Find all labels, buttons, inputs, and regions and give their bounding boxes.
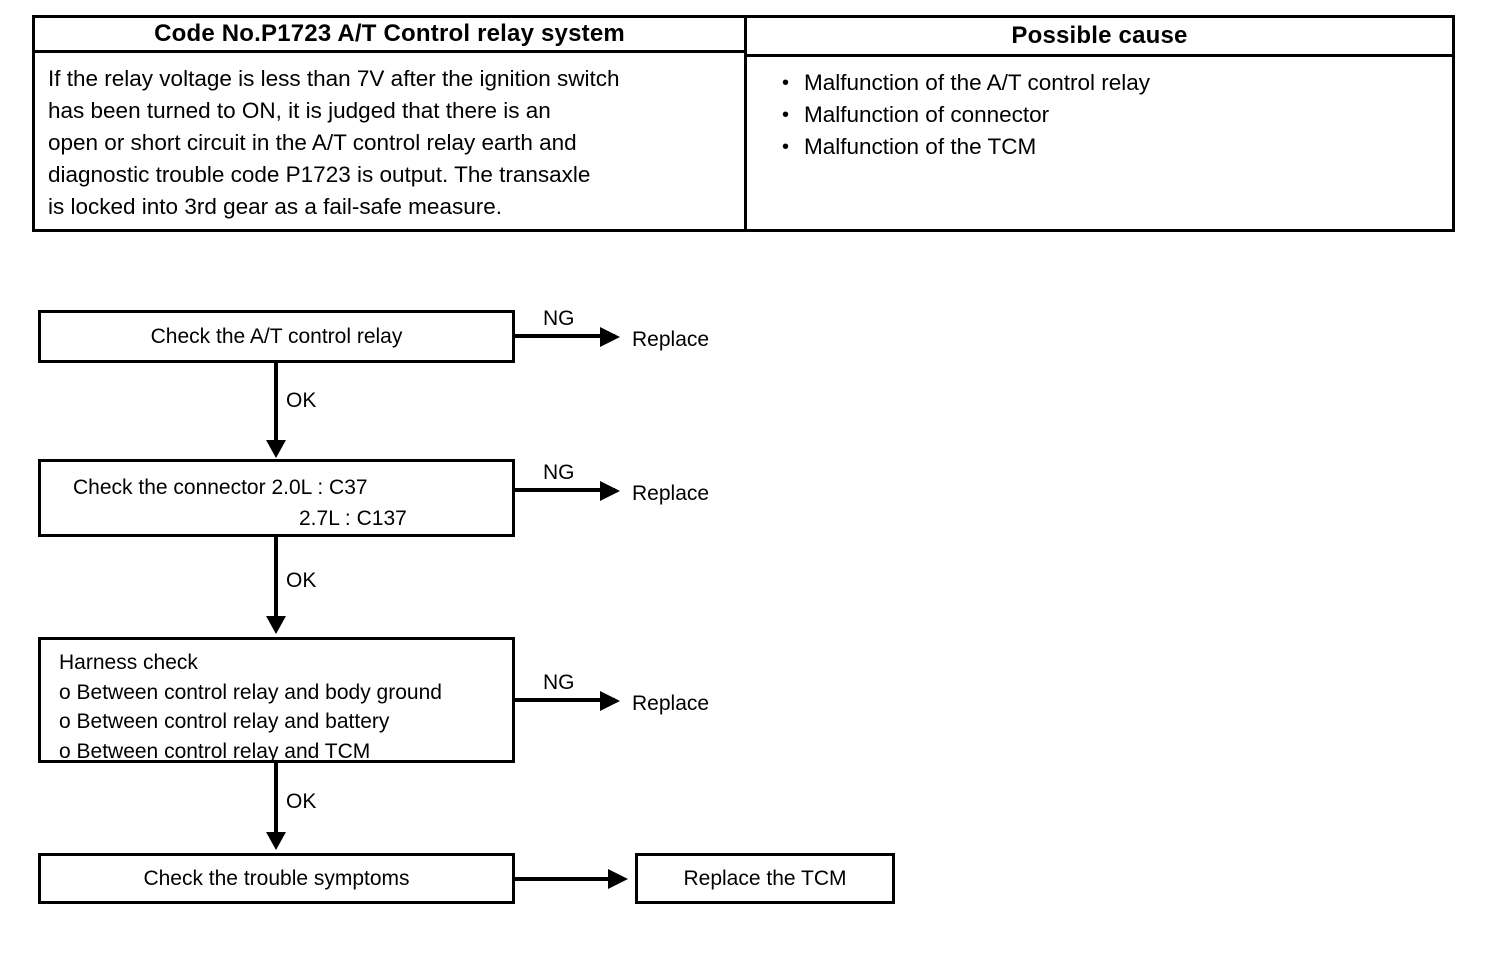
ng-connector-line-1 — [513, 334, 615, 338]
dtc-table-right-column: Possible cause • Malfunction of the A/T … — [747, 18, 1452, 229]
ng-target-replace-1: Replace — [632, 328, 710, 351]
ok-label-3: OK — [286, 790, 317, 813]
dtc-code-header: Code No.P1723 A/T Control relay system — [35, 18, 744, 53]
harness-check-item: o Between control relay and body ground — [59, 680, 442, 704]
ok-arrowhead-2 — [266, 616, 286, 634]
flow-step-label: Replace the TCM — [683, 867, 847, 890]
ng-connector-line-3 — [513, 698, 615, 702]
ng-arrowhead-3 — [600, 691, 620, 711]
bullet-icon: • — [782, 104, 790, 126]
possible-cause-header: Possible cause — [747, 18, 1452, 57]
final-connector-line — [513, 877, 621, 881]
description-line: is locked into 3rd gear as a fail-safe m… — [48, 194, 502, 219]
flow-step-replace-tcm: Replace the TCM — [635, 853, 895, 904]
list-item: • Malfunction of connector — [760, 99, 1440, 131]
description-line: has been turned to ON, it is judged that… — [48, 98, 551, 123]
possible-cause-cell: • Malfunction of the A/T control relay •… — [747, 57, 1452, 229]
flow-step-check-trouble-symptoms: Check the trouble symptoms — [38, 853, 515, 904]
flow-step-check-connector: Check the connector 2.0L : C37 2.7L : C1… — [38, 459, 515, 537]
list-item-label: Malfunction of connector — [804, 102, 1050, 127]
ok-connector-line-2 — [274, 537, 278, 621]
description-line: diagnostic trouble code P1723 is output.… — [48, 162, 591, 187]
bullet-icon: • — [782, 72, 790, 94]
ok-connector-line-1 — [274, 363, 278, 446]
ng-target-replace-3: Replace — [632, 692, 710, 715]
ok-label-2: OK — [286, 569, 317, 592]
ok-arrowhead-3 — [266, 832, 286, 850]
description-line: open or short circuit in the A/T control… — [48, 130, 577, 155]
dtc-table-left-column: Code No.P1723 A/T Control relay system I… — [35, 18, 747, 229]
flow-step-harness-check: Harness check o Between control relay an… — [38, 637, 515, 763]
harness-check-title: Harness check — [59, 651, 198, 674]
ng-label-1: NG — [543, 307, 575, 330]
flow-step-label: Check the trouble symptoms — [143, 867, 410, 890]
ng-arrowhead-1 — [600, 327, 620, 347]
description-line: If the relay voltage is less than 7V aft… — [48, 66, 620, 91]
ok-arrowhead-1 — [266, 440, 286, 458]
dtc-info-table: Code No.P1723 A/T Control relay system I… — [32, 15, 1455, 232]
list-item: • Malfunction of the TCM — [760, 131, 1440, 163]
ok-connector-line-3 — [274, 763, 278, 836]
list-item-label: Malfunction of the A/T control relay — [804, 70, 1151, 95]
final-arrowhead — [608, 869, 628, 889]
possible-cause-list: • Malfunction of the A/T control relay •… — [760, 67, 1440, 163]
ng-arrowhead-2 — [600, 481, 620, 501]
list-item: • Malfunction of the A/T control relay — [760, 67, 1440, 99]
bullet-icon: • — [782, 136, 790, 158]
flow-step-label-secondary: 2.7L : C137 — [299, 507, 407, 530]
flow-step-check-control-relay: Check the A/T control relay — [38, 310, 515, 363]
harness-check-item: o Between control relay and TCM — [59, 739, 371, 763]
ng-target-replace-2: Replace — [632, 482, 710, 505]
harness-check-item: o Between control relay and battery — [59, 710, 390, 733]
list-item-label: Malfunction of the TCM — [804, 134, 1037, 159]
ng-label-3: NG — [543, 671, 575, 694]
dtc-description-cell: If the relay voltage is less than 7V aft… — [35, 53, 744, 229]
flow-step-label: Check the connector 2.0L : C37 — [73, 476, 368, 499]
ng-connector-line-2 — [513, 488, 615, 492]
ng-label-2: NG — [543, 461, 575, 484]
flow-step-label: Check the A/T control relay — [150, 325, 403, 348]
ok-label-1: OK — [286, 389, 317, 412]
